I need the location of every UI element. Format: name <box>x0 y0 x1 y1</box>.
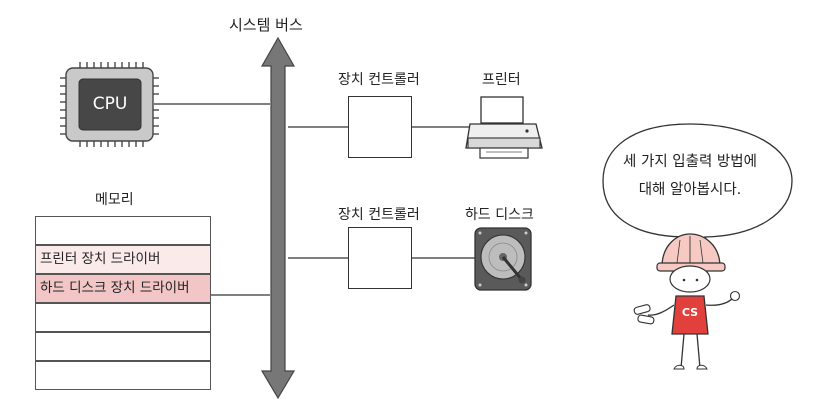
speech-line-2: 대해 알아봅시다. <box>638 182 742 198</box>
memory-row-printer-driver: 프린터 장치 드라이버 <box>35 245 211 274</box>
memory-row <box>35 361 211 390</box>
memory-label: 메모리 <box>95 192 134 208</box>
hard-disk-label: 하드 디스크 <box>465 207 534 223</box>
memory-row <box>35 216 211 245</box>
memory-row-disk-driver: 하드 디스크 장치 드라이버 <box>35 274 211 303</box>
controller-2-label: 장치 컨트롤러 <box>338 207 420 223</box>
cpu-chip-icon <box>60 62 159 147</box>
device-controller-2 <box>348 227 412 289</box>
system-bus-arrow <box>260 36 296 400</box>
speech-line-1: 세 가지 입출력 방법에 <box>623 154 757 170</box>
cs-character-icon <box>633 233 741 370</box>
hard-disk-icon <box>474 227 532 291</box>
memory-row <box>35 303 211 332</box>
printer-label: 프린터 <box>482 72 521 88</box>
cpu-label: CPU <box>92 94 128 114</box>
controller-1-label: 장치 컨트롤러 <box>338 72 420 88</box>
device-controller-1 <box>348 96 412 158</box>
system-bus-label: 시스템 버스 <box>229 16 303 34</box>
printer-icon <box>465 96 543 159</box>
memory-row <box>35 332 211 361</box>
shirt-text: CS <box>681 306 699 319</box>
